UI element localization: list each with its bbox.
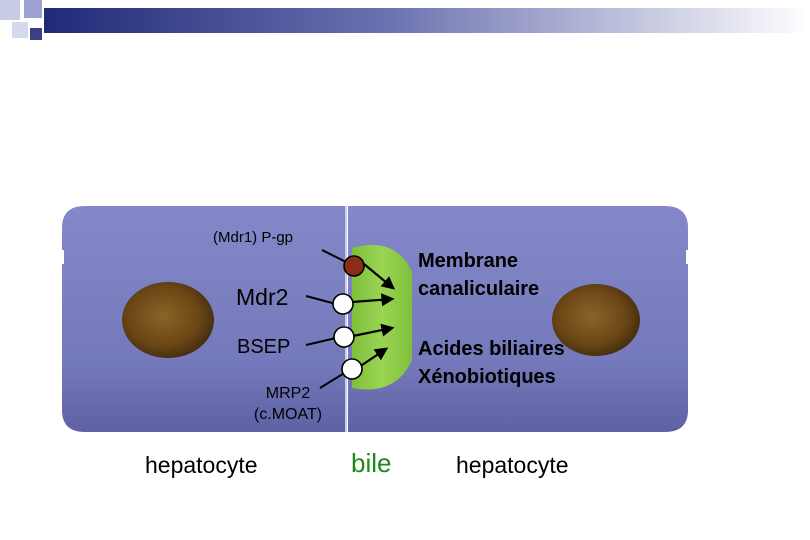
- pgp-transporter: [344, 256, 364, 276]
- right-nucleus: [552, 284, 640, 356]
- bsep-transporter: [334, 327, 354, 347]
- mrp2-label: MRP2 (c.MOAT): [240, 383, 336, 425]
- acides-label: Acides biliaires Xénobiotiques: [418, 335, 565, 391]
- hepatocyte-right-label: hepatocyte: [456, 452, 569, 479]
- mrp2-name: MRP2: [240, 383, 336, 404]
- acides-line2: Xénobiotiques: [418, 363, 565, 391]
- mdr2-label: Mdr2: [236, 284, 288, 311]
- bile-label: bile: [351, 448, 391, 479]
- pgp-label: (Mdr1) P-gp: [213, 229, 293, 246]
- left-edge-notch: [60, 250, 64, 264]
- mrp2-transporter: [342, 359, 362, 379]
- left-nucleus: [122, 282, 214, 358]
- membrane-line2: canaliculaire: [418, 275, 539, 303]
- right-edge-notch: [686, 250, 690, 264]
- hepatocyte-left-label: hepatocyte: [145, 452, 258, 479]
- membrane-label: Membrane canaliculaire: [418, 247, 539, 303]
- membrane-line1: Membrane: [418, 247, 539, 275]
- acides-line1: Acides biliaires: [418, 335, 565, 363]
- mdr2-transporter: [333, 294, 353, 314]
- mrp2-alias: (c.MOAT): [240, 404, 336, 425]
- bsep-label: BSEP: [237, 336, 290, 359]
